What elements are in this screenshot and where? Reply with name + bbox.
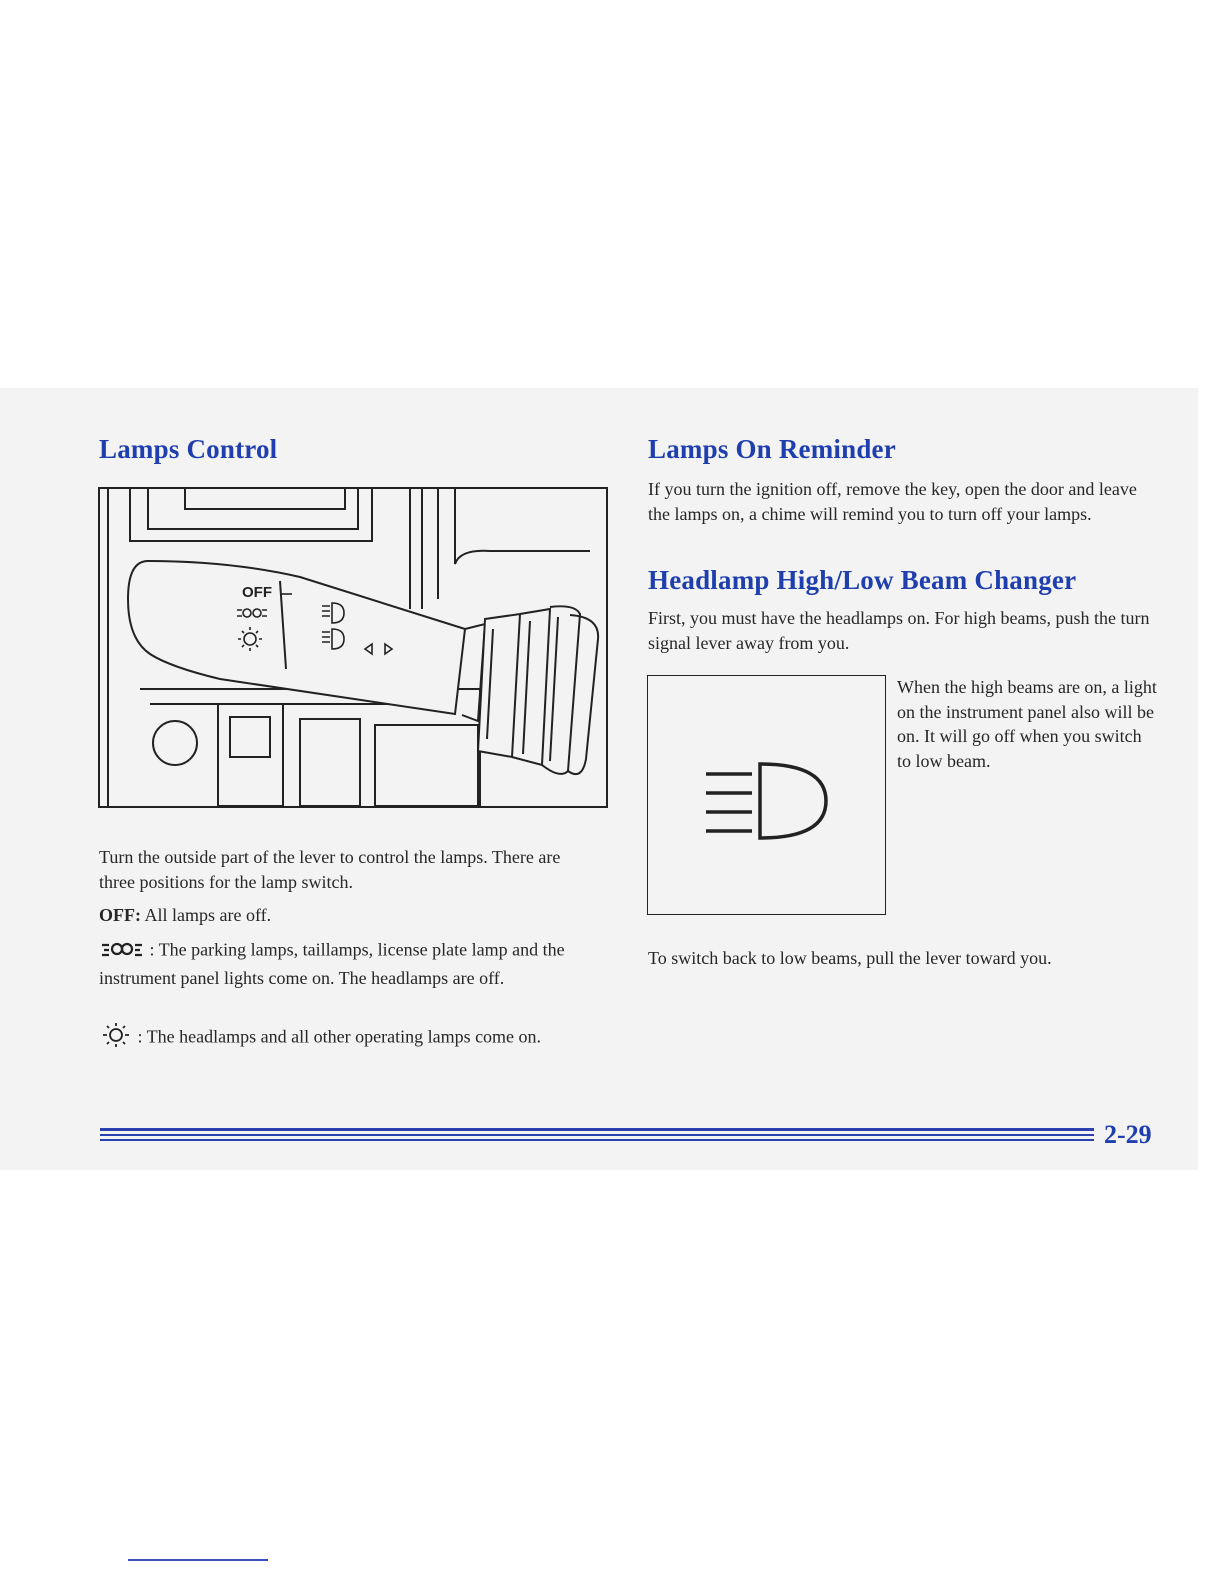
off-description: OFF: All lamps are off. — [99, 903, 594, 928]
lamps-on-reminder-heading: Lamps On Reminder — [648, 434, 896, 464]
parking-lamp-icon — [99, 937, 145, 966]
headlamp-text: : The headlamps and all other operating … — [137, 1026, 542, 1047]
footer-rule-middle — [100, 1134, 1094, 1136]
lever-off-label: OFF — [242, 584, 272, 601]
lamp-lever-illustration: OFF — [98, 487, 608, 808]
headlamp-sun-icon — [99, 1022, 133, 1055]
parking-lamp-text: : The parking lamps, taillamps, license … — [99, 939, 565, 988]
lamp-lever-drawing: OFF — [107, 489, 600, 807]
footer-rule-top — [100, 1128, 1094, 1131]
headlamp-description: : The headlamps and all other operating … — [99, 1022, 569, 1055]
beam-changer-text: First, you must have the headlamps on. F… — [648, 608, 1150, 653]
page-number: 2-29 — [1104, 1120, 1152, 1149]
parking-lamp-description: : The parking lamps, taillamps, license … — [99, 937, 569, 990]
off-text: All lamps are off. — [144, 905, 272, 925]
footer-rule-bottom — [100, 1139, 1094, 1141]
off-label: OFF: — [99, 905, 141, 925]
beam-changer-heading: Headlamp High/Low Beam Changer — [648, 565, 1077, 595]
switch-back-text: To switch back to low beams, pull the le… — [648, 948, 1052, 968]
bottom-link-line — [128, 1559, 268, 1561]
high-beam-indicator-box — [647, 675, 886, 915]
high-beam-indicator-text: When the high beams are on, a light on t… — [897, 677, 1157, 771]
lamps-on-reminder-text: If you turn the ignition off, remove the… — [648, 479, 1137, 524]
lamps-control-heading: Lamps Control — [99, 434, 278, 464]
lamps-control-intro: Turn the outside part of the lever to co… — [99, 847, 561, 892]
high-beam-icon — [706, 762, 828, 840]
